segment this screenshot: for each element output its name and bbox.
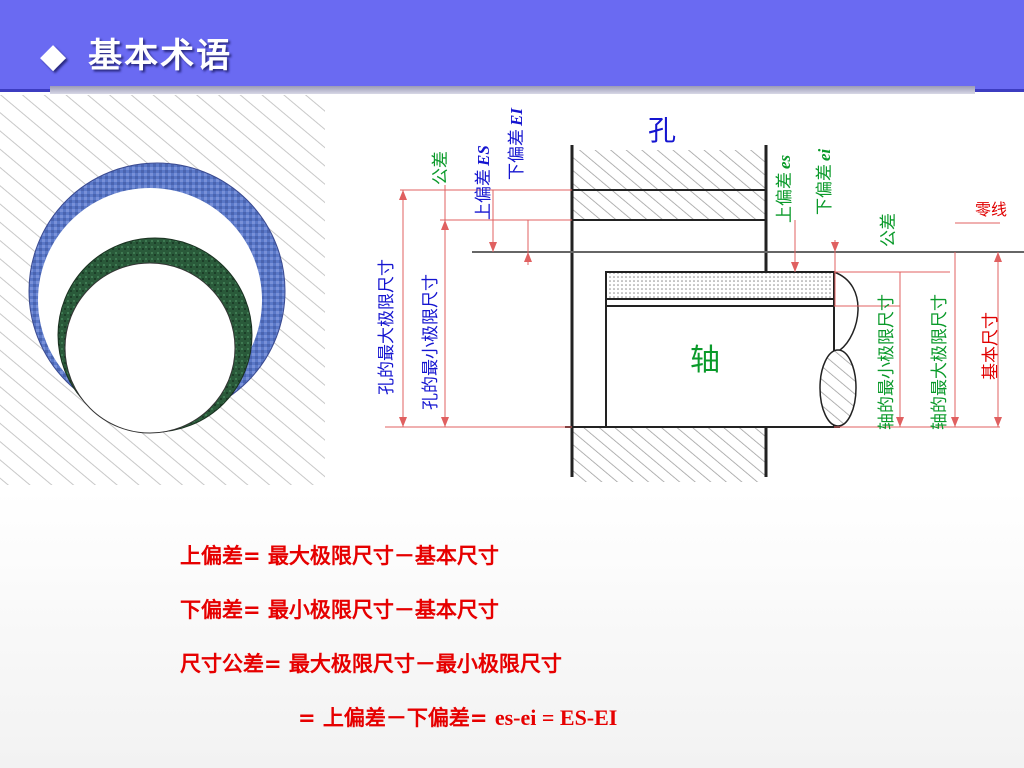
shaft-min-limit-label: 轴的最小极限尺寸 [877,294,897,430]
formula-tolerance-symbols: es-ei = ES-EI [494,705,618,730]
shaft-tolerance-zone [605,271,835,300]
shaft-max-limit-label: 轴的最大极限尺寸 [930,294,950,430]
svg-text:EI: EI [507,107,526,127]
hole-lower-deviation-label: 下偏差 EI [507,107,527,180]
hole-label: 孔 [648,114,676,147]
shaft-upper-deviation-label: 上偏差 es [775,154,795,223]
svg-text:ES: ES [474,145,493,167]
dimension-lines [385,185,1000,428]
formula-tolerance-equivalent: = 上偏差－下偏差= es-ei = ES-EI [180,702,617,756]
svg-text:上偏差: 上偏差 [775,172,795,223]
hole-tolerance-label: 公差 [431,151,451,185]
svg-text:下偏差: 下偏差 [507,129,527,180]
formula-tolerance-equivalent-prefix: = 上偏差－下偏差= [298,706,495,730]
hole-min-limit-label: 孔的最小极限尺寸 [421,274,441,410]
formula-upper-deviation: 上偏差= 最大极限尺寸－基本尺寸 [180,544,499,568]
page-title-text: 基本术语 [88,36,233,76]
formula-block: 上偏差= 最大极限尺寸－基本尺寸 下偏差= 最小极限尺寸－基本尺寸 尺寸公差= … [180,540,617,756]
hole-wall-bottom [572,427,766,482]
hole-max-limit-label: 孔的最大极限尺寸 [377,259,397,395]
shaft-label: 轴 [690,343,720,378]
zero-line-label: 零线 [975,200,1007,219]
svg-text:ei: ei [815,148,834,161]
hole-tolerance-zone [572,190,766,220]
title-underline [50,86,975,94]
tolerance-diagram: 孔 轴 孔的最大极限尺寸 孔的最小极限尺寸 公差 上偏差 ES 下偏差 EI 上… [0,95,1024,485]
formula-lower-deviation: 下偏差= 最小极限尺寸－基本尺寸 [180,598,499,622]
svg-text:上偏差: 上偏差 [474,169,494,220]
shaft-core [64,262,236,434]
shaft-section-cut [819,349,857,427]
hole-upper-deviation-label: 上偏差 ES [474,145,494,220]
page-title: ◆ 基本术语 [40,28,232,77]
basic-size-label: 基本尺寸 [981,312,1001,380]
hole-wall-top [572,150,766,190]
shaft-lower-deviation-label: 下偏差 ei [815,148,835,215]
formula-tolerance: 尺寸公差= 最大极限尺寸－最小极限尺寸 [180,652,562,676]
dimension-arrows [399,190,1002,427]
svg-text:es: es [775,154,794,169]
shaft-tolerance-label: 公差 [879,213,899,247]
diamond-bullet-icon: ◆ [40,36,69,76]
svg-text:下偏差: 下偏差 [815,164,835,215]
hole-shaft-cross-section [0,95,325,485]
